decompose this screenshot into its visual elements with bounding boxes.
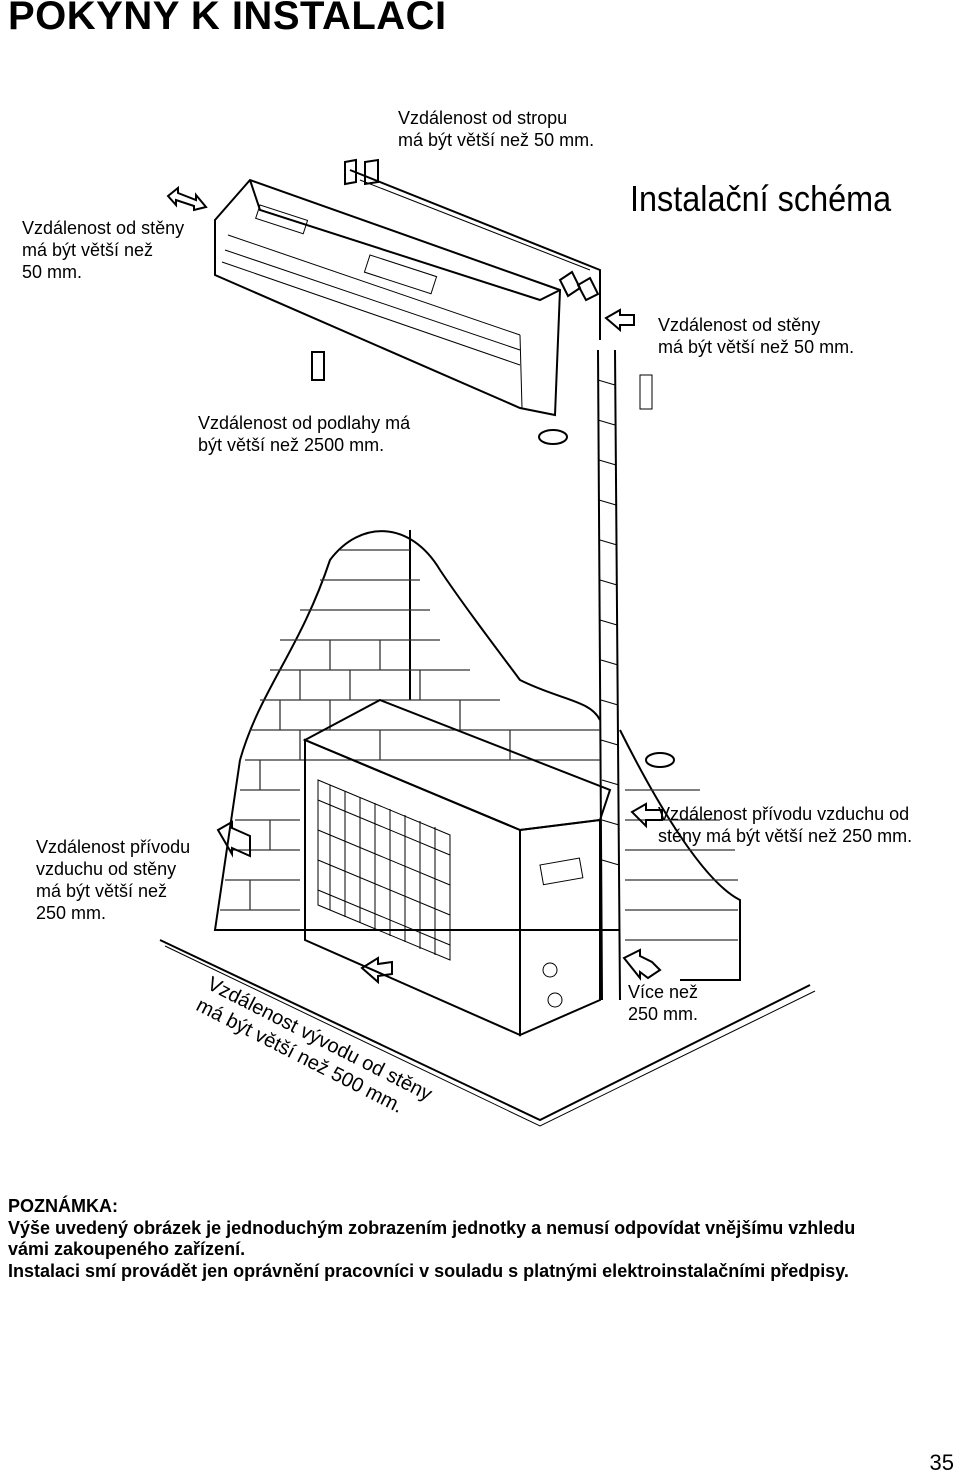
label-right-wall-clearance: Vzdálenost od stěny má být větší než 50 … (658, 315, 855, 357)
pipe (597, 349, 675, 1001)
installation-diagram (159, 158, 816, 1127)
page-heading: POKYNY K INSTALACI (8, 0, 447, 38)
indoor-unit (214, 169, 653, 445)
label-left-wall-clearance: Vzdálenost od stěny má být větší než 50 … (22, 218, 185, 282)
arrow-icon (216, 802, 663, 985)
note-line: Výše uvedený obrázek je jednoduchým zobr… (8, 1217, 856, 1238)
label-ceiling-clearance: Vzdálenost od stropu má být větší než 50… (398, 108, 595, 150)
label-more-than: Více než 250 mm. (628, 982, 699, 1024)
label-inlet-right: Vzdálenost přívodu vzduchu od stěny má b… (658, 804, 913, 846)
scheme-title: Instalační schéma (630, 178, 892, 219)
page-number: 35 (929, 1450, 954, 1475)
note-title: POZNÁMKA: (8, 1196, 118, 1216)
outdoor-unit (302, 698, 612, 1037)
label-inlet-left: Vzdálenost přívodu vzduchu od stěny má b… (36, 837, 191, 923)
brick-wall (213, 530, 741, 981)
floor-outline (159, 939, 816, 1127)
note-block: POZNÁMKA: Výše uvedený obrázek je jednod… (8, 1196, 954, 1282)
arrow-icon (166, 158, 635, 381)
note-line: Instalaci smí provádět jen oprávnění pra… (8, 1260, 849, 1281)
label-floor-clearance: Vzdálenost od podlahy má být větší než 2… (198, 413, 411, 455)
note-line: vámi zakoupeného zařízení. (8, 1239, 246, 1259)
